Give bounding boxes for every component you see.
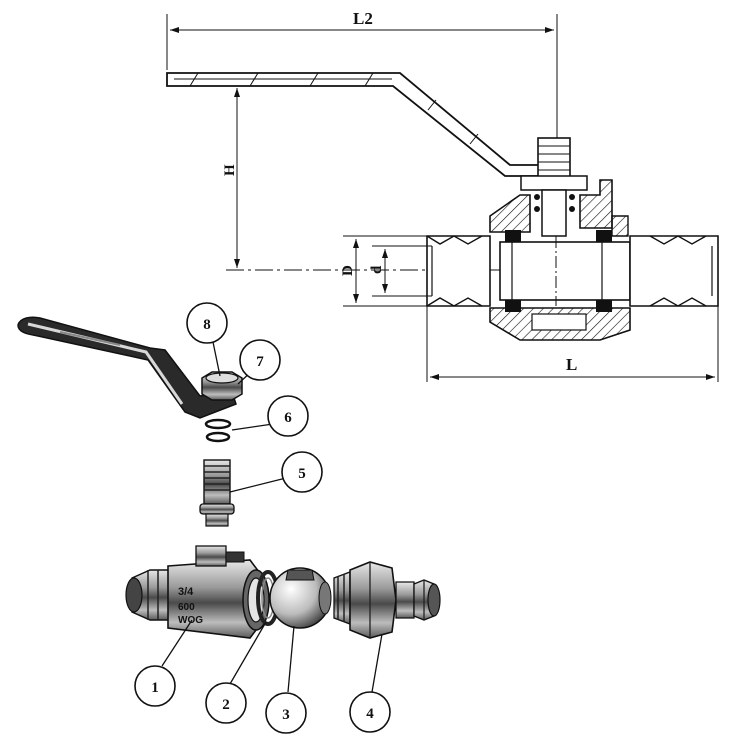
exploded-nut bbox=[201, 371, 243, 401]
callout-2: 2 bbox=[205, 682, 247, 724]
exploded-orings bbox=[204, 418, 232, 443]
svg-text:8: 8 bbox=[203, 317, 211, 333]
svg-text:7: 7 bbox=[256, 354, 264, 370]
assembly-section-view: L2 H bbox=[166, 9, 719, 382]
svg-text:1: 1 bbox=[151, 680, 159, 696]
exploded-body: 3/4 600 WOG bbox=[125, 545, 270, 639]
exploded-ball bbox=[269, 567, 332, 629]
exploded-end-connector bbox=[333, 561, 441, 639]
dimension-l2: L2 bbox=[166, 9, 558, 150]
callout-leaders bbox=[161, 341, 383, 693]
handle-lever bbox=[166, 72, 541, 177]
callout-1: 1 bbox=[134, 665, 176, 707]
callout-4: 4 bbox=[349, 691, 391, 733]
dimension-label-l: L bbox=[566, 355, 577, 374]
dimension-label-l2: L2 bbox=[353, 9, 373, 28]
callout-6: 6 bbox=[267, 395, 309, 437]
svg-text:4: 4 bbox=[366, 706, 374, 722]
exploded-view: 3/4 600 WOG bbox=[17, 302, 441, 734]
body-marking-pressure: 600 bbox=[178, 602, 195, 613]
body-marking-wog: WOG bbox=[178, 615, 203, 626]
dimension-label-h: H bbox=[222, 164, 238, 176]
dimension-label-d-outer: D bbox=[340, 265, 356, 276]
right-pex-end bbox=[629, 235, 719, 307]
dimension-l: L bbox=[426, 306, 719, 382]
svg-text:2: 2 bbox=[222, 697, 230, 713]
dimension-diameters: D d bbox=[340, 235, 432, 307]
dimension-label-d-inner: d bbox=[369, 265, 385, 274]
svg-text:5: 5 bbox=[298, 466, 306, 482]
svg-text:6: 6 bbox=[284, 410, 292, 426]
callout-7: 7 bbox=[239, 339, 281, 381]
exploded-stem bbox=[199, 459, 235, 527]
stem-assembly bbox=[520, 137, 588, 237]
left-pex-end bbox=[426, 235, 491, 307]
callout-3: 3 bbox=[265, 692, 307, 734]
callout-8: 8 bbox=[186, 302, 228, 344]
body-marking-size: 3/4 bbox=[178, 586, 194, 598]
callout-5: 5 bbox=[281, 451, 323, 493]
svg-text:3: 3 bbox=[282, 707, 290, 723]
valve-body-section bbox=[489, 179, 631, 341]
